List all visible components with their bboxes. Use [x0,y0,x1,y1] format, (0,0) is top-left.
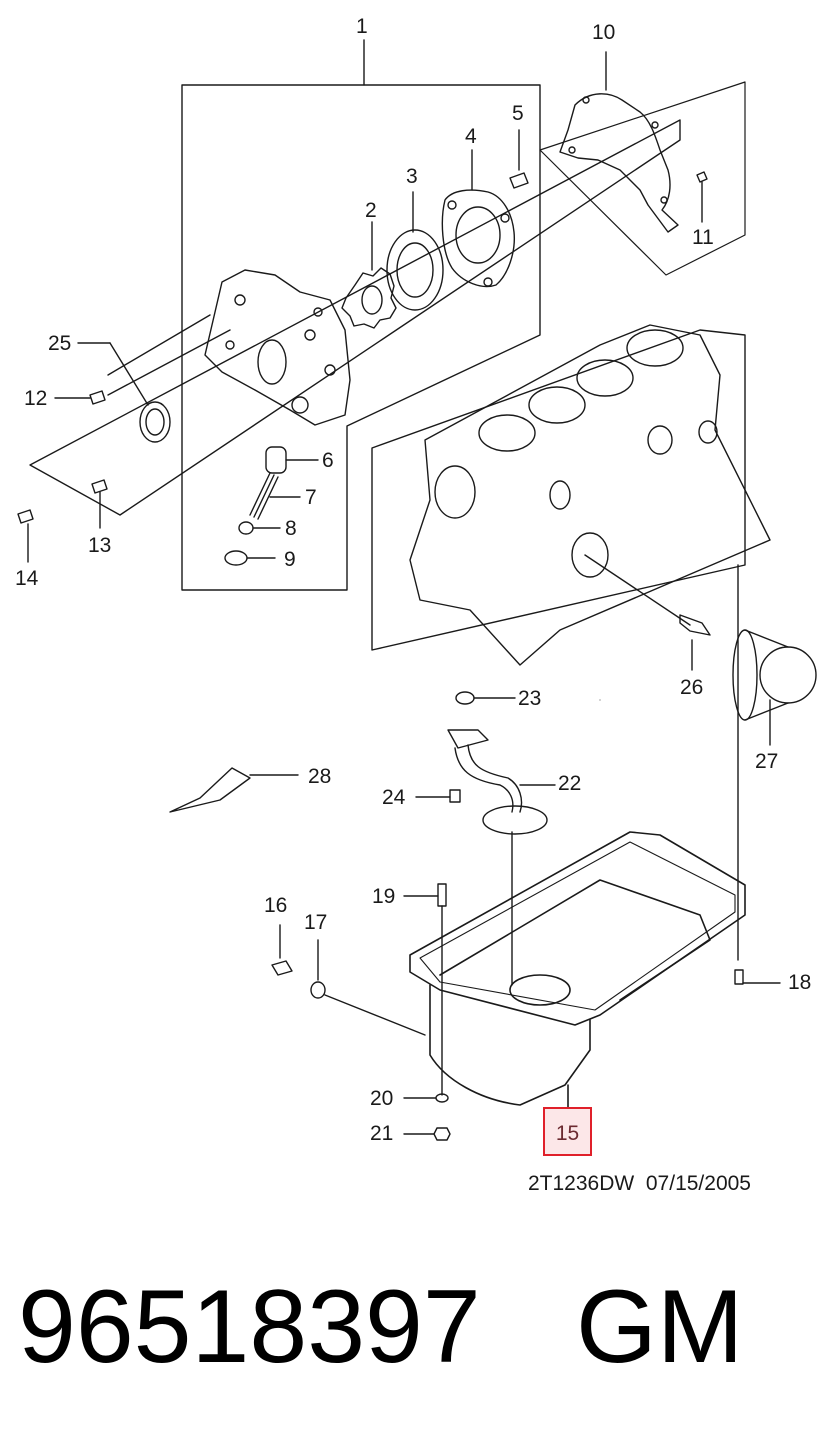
callout-4[interactable]: 4 [465,125,477,148]
engine-block-frame [371,329,746,651]
callout-7[interactable]: 7 [305,486,317,509]
callout-14[interactable]: 14 [15,567,39,590]
bolt-part-5 [509,129,529,189]
exploded-view-drawing [17,39,817,1141]
callout-26[interactable]: 26 [680,676,704,699]
pan-bolt [734,969,781,985]
callout-6[interactable]: 6 [322,449,334,472]
inner-rotor [341,221,397,329]
footer: 96518397 GM [0,1270,836,1400]
filter-adapter [679,614,711,671]
callout-2[interactable]: 2 [365,199,377,222]
oil-pump-body [204,269,351,426]
drain-plug [271,924,426,1036]
callout-22[interactable]: 22 [558,772,582,795]
brand-name: GM [576,1269,744,1385]
callout-9[interactable]: 9 [284,548,296,571]
part-number: 96518397 [18,1269,481,1385]
pump-cover [441,149,515,288]
oil-filter [732,564,817,961]
callout-13[interactable]: 13 [88,534,112,557]
oil-pan [409,831,746,1108]
callout-1[interactable]: 1 [356,15,368,38]
callout-12[interactable]: 12 [24,387,48,410]
oil-pump-assembly-frame [29,39,681,591]
callout-25[interactable]: 25 [48,332,72,355]
highlighted-part-callout[interactable]: 15 [543,1107,592,1156]
callout-28[interactable]: 28 [308,765,332,788]
callout-5[interactable]: 5 [512,102,524,125]
callout-19[interactable]: 19 [372,885,396,908]
front-cover-gasket [539,51,746,276]
engine-block [409,324,771,666]
callout-20[interactable]: 20 [370,1087,394,1110]
oil-seal [77,342,171,443]
outer-rotor [386,191,444,311]
callout-23[interactable]: 23 [518,687,542,710]
parts-diagram: 1 2 3 4 5 6 7 8 9 10 11 12 13 14 16 17 1… [15,15,817,1195]
callout-27[interactable]: 27 [755,750,779,773]
drain-washer-nut [403,1093,451,1141]
drawing-code: 2T1236DW 07/15/2005 [528,1172,751,1195]
pump-bolts [17,390,108,563]
callout-8[interactable]: 8 [285,517,297,540]
oil-pickup-tube [447,729,556,986]
callout-10[interactable]: 10 [592,21,616,44]
callout-17[interactable]: 17 [304,911,328,934]
relief-valve-parts [224,446,319,566]
callout-21[interactable]: 21 [370,1122,394,1145]
sealant-tube [169,767,299,813]
callout-3[interactable]: 3 [406,165,418,188]
callout-15: 15 [555,1122,580,1145]
pickup-bolt [415,789,461,803]
callout-24[interactable]: 24 [382,786,406,809]
o-ring [455,691,516,705]
callout-11[interactable]: 11 [692,226,714,249]
callout-18[interactable]: 18 [788,971,812,994]
callout-16[interactable]: 16 [264,894,288,917]
